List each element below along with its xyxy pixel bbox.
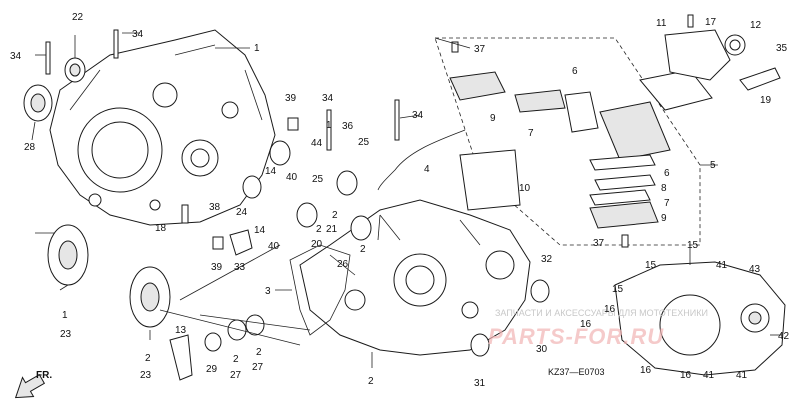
callout: 34 [10, 51, 22, 62]
callout: 35 [776, 43, 788, 54]
callout: 2 [332, 210, 338, 221]
callout: 16 [640, 365, 652, 376]
callout: 15 [687, 240, 699, 251]
callout: 14 [265, 166, 277, 177]
callout: 41 [736, 370, 748, 381]
callout: 12 [750, 20, 762, 31]
callout: 9 [661, 213, 667, 224]
case-gasket [289, 244, 351, 336]
callout: 1 [254, 43, 260, 54]
callout: 15 [645, 260, 657, 271]
callout: 43 [749, 264, 761, 275]
watermark-brand: PARTS-FOR.RU [488, 324, 664, 349]
callout: 38 [209, 202, 221, 213]
callout: 31 [474, 378, 486, 389]
callout: 27 [252, 362, 264, 373]
callout: 27 [230, 370, 242, 381]
callout: 24 [236, 207, 248, 218]
intake-boot [664, 29, 781, 91]
callout: 34 [132, 29, 144, 40]
callout: 23 [60, 329, 72, 340]
callout: 19 [760, 95, 772, 106]
callout: 7 [528, 128, 534, 139]
callout: 33 [234, 262, 246, 273]
callout: 41 [703, 370, 715, 381]
callout: 36 [342, 121, 354, 132]
callout: 2 [316, 224, 322, 235]
callout: 9 [490, 113, 496, 124]
callout: 5 [710, 160, 716, 171]
right-crankcase [49, 29, 276, 226]
callout: 16 [680, 370, 692, 381]
callout: 32 [541, 254, 553, 265]
callout: 1 [326, 120, 332, 131]
callout: 7 [664, 198, 670, 209]
watermark-text: ЗАПЧАСТИ И АКСЕССУАРЫ ДЛЯ МОТОТЕХНИКИ [495, 308, 708, 318]
callout: 2 [233, 354, 239, 365]
front-direction-arrow: FR. [14, 370, 52, 399]
callout: 40 [286, 172, 298, 183]
breather-hose [377, 129, 466, 191]
callout: 26 [337, 259, 349, 270]
bearings-and-seals [23, 57, 550, 381]
callout: 17 [705, 17, 717, 28]
callout-labels: 1 22 34 34 28 39 34 44 1 36 25 34 14 40 … [10, 12, 790, 389]
svg-text:FR.: FR. [36, 370, 52, 381]
bolts [45, 14, 694, 248]
callout: 34 [412, 110, 424, 121]
callout: 6 [572, 66, 578, 77]
callout: 6 [664, 168, 670, 179]
callout: 44 [311, 138, 323, 149]
callout: 8 [661, 183, 667, 194]
callout: 14 [254, 225, 266, 236]
drawing-code: KZ37—E0703 [548, 367, 605, 377]
callout: 2 [256, 347, 262, 358]
callout: 11 [656, 18, 667, 29]
callout: 41 [716, 260, 728, 271]
callout: 3 [265, 286, 271, 297]
callout: 2 [368, 376, 374, 387]
callout: 2 [360, 244, 366, 255]
callout: 13 [175, 325, 187, 336]
reed-valve-parts [449, 69, 713, 229]
callout: 18 [155, 223, 167, 234]
callout: 40 [268, 241, 280, 252]
callout: 2 [145, 353, 151, 364]
water-pump-cover [614, 261, 786, 376]
callout: 16 [604, 304, 616, 315]
callout: 21 [326, 224, 338, 235]
callout: 20 [311, 239, 323, 250]
callout: 16 [580, 319, 592, 330]
callout: 28 [24, 142, 36, 153]
callout: 1 [62, 310, 68, 321]
callout: 30 [536, 344, 548, 355]
callout: 39 [211, 262, 223, 273]
callout: 29 [206, 364, 218, 375]
callout: 34 [322, 93, 334, 104]
callout: 25 [358, 137, 370, 148]
callout: 4 [424, 164, 430, 175]
callout: 37 [593, 238, 605, 249]
callout: 25 [312, 174, 324, 185]
callout: 15 [612, 284, 624, 295]
callout: 23 [140, 370, 152, 381]
callout: 42 [778, 331, 790, 342]
callout: 22 [72, 12, 84, 23]
leader-lines [31, 32, 782, 368]
callout: 37 [474, 44, 486, 55]
callout: 39 [285, 93, 297, 104]
callout: 10 [519, 183, 531, 194]
